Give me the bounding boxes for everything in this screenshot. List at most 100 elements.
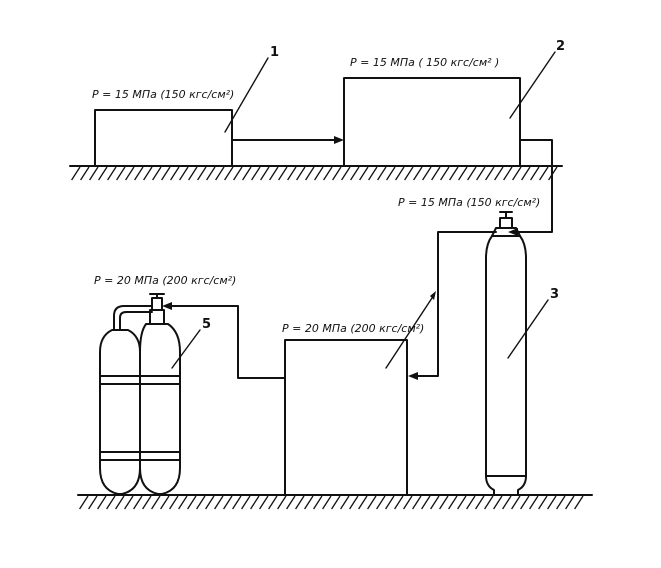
ground-hatch-stroke: [358, 495, 368, 510]
ground-hatch-stroke: [269, 166, 279, 181]
ground-hatch-stroke: [170, 166, 180, 181]
ground-hatch-stroke: [89, 166, 99, 181]
ground-hatch-stroke: [349, 495, 359, 510]
ground-hatch-stroke: [97, 495, 107, 510]
ground-hatch-stroke: [485, 166, 495, 181]
box4-pressure-label: P = 20 МПа (200 кгс/см²): [282, 322, 424, 335]
ground-hatch-stroke: [520, 495, 530, 510]
ground-hatch-stroke: [251, 166, 261, 181]
ground-hatch-stroke: [368, 166, 378, 181]
pipe-2-to-3: [508, 139, 553, 236]
ground-hatch-stroke: [403, 495, 413, 510]
ground-hatch-stroke: [350, 166, 360, 181]
ground-hatch-stroke: [205, 495, 215, 510]
ground-hatch-stroke: [152, 166, 162, 181]
leader-4: [385, 297, 433, 369]
ground-hatch-stroke: [466, 495, 476, 510]
ground-hatch-stroke: [80, 166, 90, 181]
ground-hatch-stroke: [422, 166, 432, 181]
ground-hatch-stroke: [430, 495, 440, 510]
pipe-4-to-5: [162, 302, 286, 379]
cylinders-5: [99, 293, 181, 495]
ground-hatch-stroke: [107, 166, 117, 181]
arrow-1-to-2: [231, 136, 344, 144]
ground-hatch-stroke: [160, 495, 170, 510]
ground-hatch-stroke: [574, 495, 584, 510]
ground-hatch-stroke: [331, 495, 341, 510]
ground-hatch-stroke: [395, 166, 405, 181]
ground-hatch-stroke: [286, 495, 296, 510]
unit-2-box: [343, 77, 521, 167]
ground-hatch-stroke: [467, 166, 477, 181]
ground-hatch-stroke: [161, 166, 171, 181]
ground-hatch-stroke: [556, 495, 566, 510]
box1-pressure-label: P = 15 МПа (150 кгс/см²): [92, 88, 234, 101]
ground-hatch-stroke: [250, 495, 260, 510]
ground-hatch-stroke: [539, 166, 549, 181]
unit-4-box: [284, 339, 408, 496]
ground-hatch-stroke: [529, 495, 539, 510]
box2-pressure-label: P = 15 МПа ( 150 кгс/см² ): [350, 56, 499, 69]
ground-hatch-stroke: [367, 495, 377, 510]
ground-hatch-stroke: [385, 495, 395, 510]
ground-hatch-stroke: [304, 495, 314, 510]
ground-hatch-stroke: [314, 166, 324, 181]
ground-hatch-stroke: [305, 166, 315, 181]
ground-hatch-stroke: [439, 495, 449, 510]
number-1: 1: [270, 45, 279, 60]
pipe-3-to-4: [408, 231, 497, 380]
ground-hatch-stroke: [421, 495, 431, 510]
ground-hatch-stroke: [431, 166, 441, 181]
ground-hatch-stroke: [260, 166, 270, 181]
ground-hatch-stroke: [125, 166, 135, 181]
ground-hatch-stroke: [502, 495, 512, 510]
ground-hatch-stroke: [98, 166, 108, 181]
unit-1-box: [94, 109, 233, 167]
ground-hatch-stroke: [412, 495, 422, 510]
leader-4-arrowhead: [430, 291, 436, 300]
ground-hatch-stroke: [134, 166, 144, 181]
number-5: 5: [202, 317, 211, 332]
ground-hatch-stroke: [476, 166, 486, 181]
ground-hatch-stroke: [232, 495, 242, 510]
ground-hatch-stroke: [277, 495, 287, 510]
ground-hatch-stroke: [359, 166, 369, 181]
upper-ground: [69, 165, 563, 181]
ground-hatch-stroke: [547, 495, 557, 510]
ground-hatch-stroke: [215, 166, 225, 181]
ground-hatch-stroke: [124, 495, 134, 510]
ground-hatch-stroke: [116, 166, 126, 181]
ground-hatch-stroke: [241, 495, 251, 510]
ground-hatch-stroke: [296, 166, 306, 181]
number-2: 2: [556, 39, 565, 54]
ground-hatch-stroke: [79, 495, 89, 510]
ground-hatch-stroke: [179, 166, 189, 181]
ground-hatch-stroke: [404, 166, 414, 181]
ground-hatch-stroke: [493, 495, 503, 510]
ground-hatch-stroke: [394, 495, 404, 510]
lower-ground: [77, 494, 593, 510]
number-3: 3: [550, 287, 559, 302]
ground-hatch-stroke: [88, 495, 98, 510]
line-pressure-label: P = 15 МПа (150 кгс/см²): [398, 196, 540, 209]
cylinder-3: [485, 211, 527, 496]
ground-hatch-stroke: [268, 495, 278, 510]
ground-hatch-stroke: [142, 495, 152, 510]
ground-hatch-stroke: [457, 495, 467, 510]
ground-hatch-stroke: [386, 166, 396, 181]
ground-hatch-stroke: [143, 166, 153, 181]
ground-hatch-stroke: [278, 166, 288, 181]
ground-hatch-stroke: [223, 495, 233, 510]
leader-3: [507, 299, 549, 359]
ground-hatch-stroke: [440, 166, 450, 181]
ground-hatch-stroke: [458, 166, 468, 181]
cylinders-pressure-label: P = 20 МПа (200 кгс/см²): [94, 274, 236, 287]
ground-hatch-stroke: [287, 166, 297, 181]
ground-hatch-stroke: [494, 166, 504, 181]
ground-hatch-stroke: [503, 166, 513, 181]
ground-hatch-stroke: [322, 495, 332, 510]
ground-hatch-stroke: [413, 166, 423, 181]
ground-hatch-stroke: [197, 166, 207, 181]
ground-hatch-stroke: [538, 495, 548, 510]
ground-hatch-stroke: [259, 495, 269, 510]
